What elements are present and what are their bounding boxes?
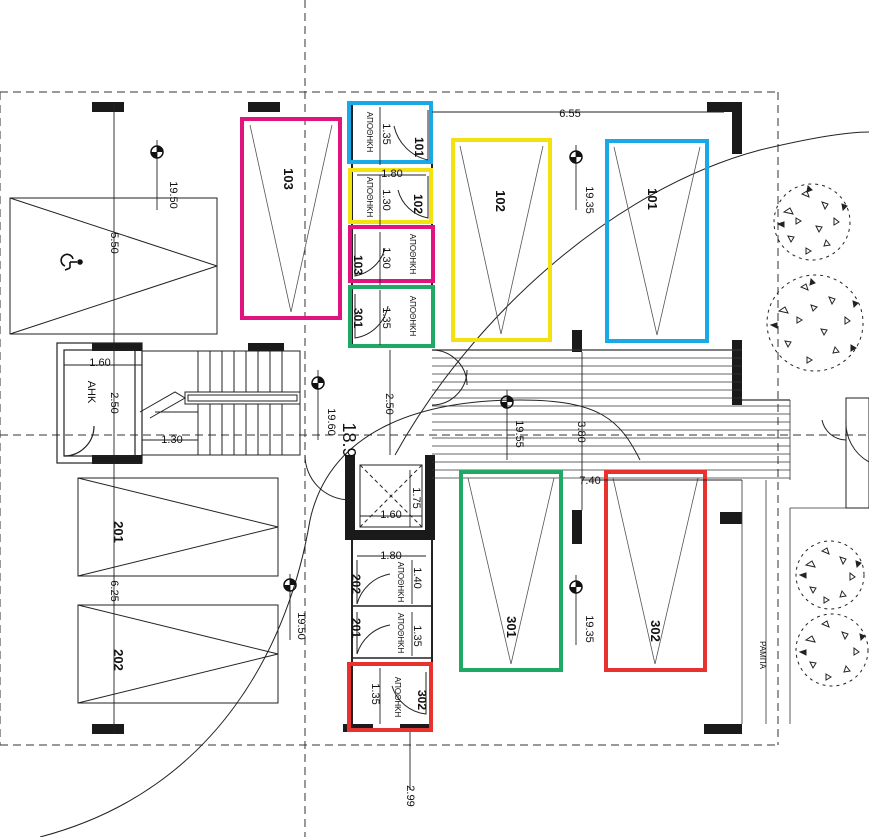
parking-202-label: 202 <box>111 649 126 671</box>
storage-302: ΑΠΟΘΗΚΗ 302 <box>347 662 433 732</box>
dim-1-75: 1.75 <box>410 487 422 508</box>
elevator-shaft <box>359 464 423 528</box>
staircase <box>139 350 301 456</box>
dim-2-50-b: 2.50 <box>383 393 395 414</box>
parking-201-label: 201 <box>111 521 126 543</box>
parking-301: 301 <box>459 470 563 672</box>
storage-102-number: 102 <box>411 194 425 214</box>
dim-6-25: 6.25 <box>108 580 120 601</box>
tree-symbol-icon <box>766 183 869 687</box>
dim-2-50-a: 2.50 <box>108 392 120 413</box>
dim-1-35-a: 1.35 <box>380 123 392 144</box>
storage-102: ΑΠΟΘΗΚΗ 102 <box>348 168 433 224</box>
parking-202: 202 <box>111 649 126 671</box>
ramp-hatching <box>432 349 869 724</box>
dimension-texts: 6.55 19.50 19.35 5.50 1.35 1.80 1.30 1.3… <box>89 108 600 807</box>
storage-201: ΑΠΟΘΗΚΗ 201 <box>349 612 432 659</box>
parking-302: 302 <box>604 470 707 672</box>
dim-1-35-d: 1.35 <box>369 683 381 704</box>
storage-201-number: 201 <box>349 618 363 638</box>
ramp-label: ΡΑΜΠΑ <box>758 641 767 670</box>
storage-201-word: ΑΠΟΘΗΚΗ <box>396 613 405 654</box>
parking-101-label: 101 <box>645 188 660 210</box>
parking-101: 101 <box>605 139 709 343</box>
dim-3-80: 3.80 <box>575 421 587 442</box>
parking-102: 102 <box>451 138 552 342</box>
dim-1-30-b: 1.30 <box>380 247 392 268</box>
storage-302-number: 302 <box>415 690 429 710</box>
storage-301-number: 301 <box>351 308 365 328</box>
wheelchair-icon <box>60 253 83 271</box>
dim-5-50: 5.50 <box>108 232 120 253</box>
storage-101-word: ΑΠΟΘΗΚΗ <box>365 112 374 153</box>
right-entrance <box>821 397 869 509</box>
dim-1-35-c: 1.35 <box>411 625 423 646</box>
dim-1-80-a: 1.80 <box>381 168 402 180</box>
level-marker-icon <box>150 145 583 594</box>
storage-101: ΑΠΟΘΗΚΗ 101 <box>347 101 433 164</box>
parking-102-label: 102 <box>493 190 508 212</box>
parking-201: 201 <box>111 521 126 543</box>
dim-2-99: 2.99 <box>404 785 416 806</box>
dim-7-40: 7.40 <box>579 475 600 487</box>
storage-301-word: ΑΠΟΘΗΚΗ <box>408 296 417 337</box>
parking-302-label: 302 <box>648 620 663 642</box>
dim-19-60: 19.60 <box>325 408 337 436</box>
left-block <box>9 197 279 704</box>
storage-202-number: 202 <box>349 574 363 594</box>
dim-19-35-bottom: 19.35 <box>583 615 595 643</box>
dim-19-50-top: 19.50 <box>167 181 179 209</box>
dim-1-35-b: 1.35 <box>380 307 392 328</box>
storage-202: ΑΠΟΘΗΚΗ 202 <box>349 560 432 607</box>
storage-202-word: ΑΠΟΘΗΚΗ <box>396 562 405 603</box>
storage-103-word: ΑΠΟΘΗΚΗ <box>408 234 417 275</box>
dim-19-55: 19.55 <box>513 420 525 448</box>
dim-1-30-a: 1.30 <box>380 189 392 210</box>
storage-302-word: ΑΠΟΘΗΚΗ <box>393 677 402 718</box>
storage-301: ΑΠΟΘΗΚΗ 301 <box>348 285 435 348</box>
parking-103-label: 103 <box>281 168 296 190</box>
dim-1-60-a: 1.60 <box>89 357 110 369</box>
parking-103: 103 <box>240 117 342 320</box>
dim-1-80-b: 1.80 <box>380 550 401 562</box>
storage-102-word: ΑΠΟΘΗΚΗ <box>365 177 374 218</box>
stair-level-label: 18.9 <box>339 422 359 457</box>
storage-101-number: 101 <box>412 137 426 157</box>
door-swings <box>304 349 468 501</box>
storage-103-number: 103 <box>351 255 365 275</box>
storage-103: ΑΠΟΘΗΚΗ 103 <box>348 225 435 283</box>
parking-301-label: 301 <box>504 616 519 638</box>
dim-19-35-top: 19.35 <box>583 186 595 214</box>
dim-1-30-c: 1.30 <box>161 434 182 446</box>
feature-labels: ΑΗΚ ΡΑΜΠΑ 18.9 <box>85 381 767 670</box>
dim-1-40: 1.40 <box>411 567 423 588</box>
dim-19-50-bottom: 19.50 <box>295 612 307 640</box>
ahk-label: ΑΗΚ <box>85 381 97 404</box>
dim-6-55: 6.55 <box>559 108 580 120</box>
dim-1-60-b: 1.60 <box>380 509 401 521</box>
